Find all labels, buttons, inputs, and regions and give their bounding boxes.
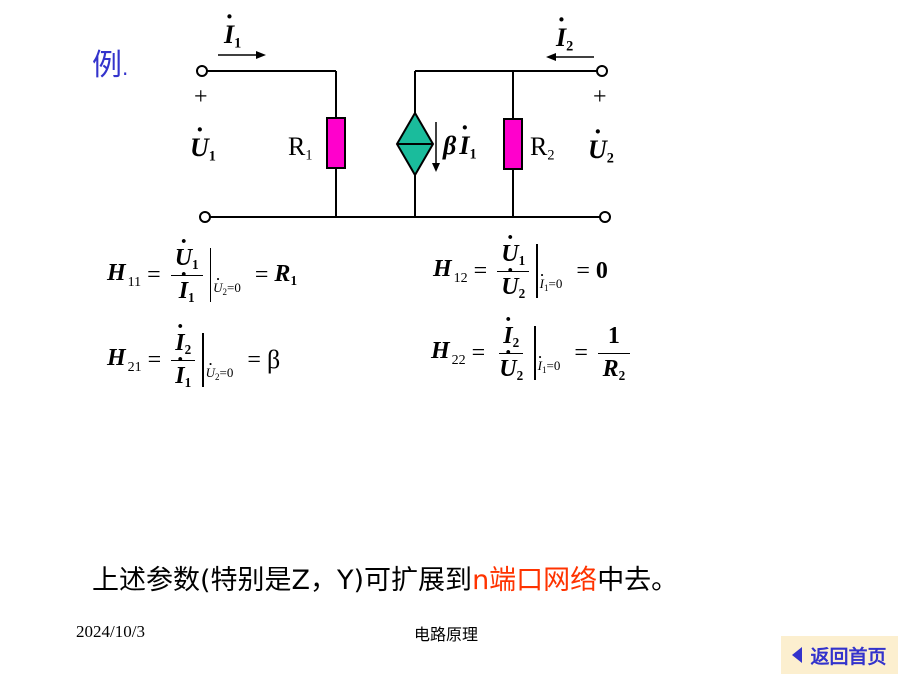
back-arrow-icon (792, 647, 803, 663)
label-i1: I1 (224, 20, 241, 52)
label-u2: U2 (588, 135, 614, 167)
summary-text: 上述参数(特别是Z，Y)可扩展到n端口网络中去。 (92, 565, 679, 596)
label-source: βI1 (443, 131, 477, 163)
equation-h12: H12 = U1 U2 I1=0 = 0 (433, 241, 608, 301)
label-r1: R1 (288, 132, 313, 164)
terminal-right-bottom (599, 211, 611, 223)
equation-h11: H11 = U1 I1 U2=0 = R1 (107, 245, 297, 305)
footer-date: 2024/10/3 (76, 622, 145, 641)
resistor-r2 (503, 118, 523, 170)
label-r2: R2 (530, 132, 555, 164)
label-u1: U1 (190, 133, 216, 165)
plus-right: + (593, 84, 607, 110)
home-button-label: 返回首页 (810, 645, 887, 668)
plus-left: + (194, 84, 208, 110)
terminal-right-top (596, 65, 608, 77)
terminal-left-bottom (199, 211, 211, 223)
home-button[interactable]: 返回首页 (781, 636, 898, 674)
equation-h21: H21 = I2 I1 U2=0 = β (107, 330, 280, 390)
terminal-left-top (196, 65, 208, 77)
resistor-r1 (326, 117, 346, 169)
example-label: 例. (92, 48, 129, 83)
circuit-wires (207, 70, 600, 218)
footer-course: 电路原理 (414, 625, 479, 644)
label-i2: I2 (556, 23, 573, 55)
equation-h22: H22 = I2 U2 I1=0 = 1 R2 (431, 323, 634, 383)
